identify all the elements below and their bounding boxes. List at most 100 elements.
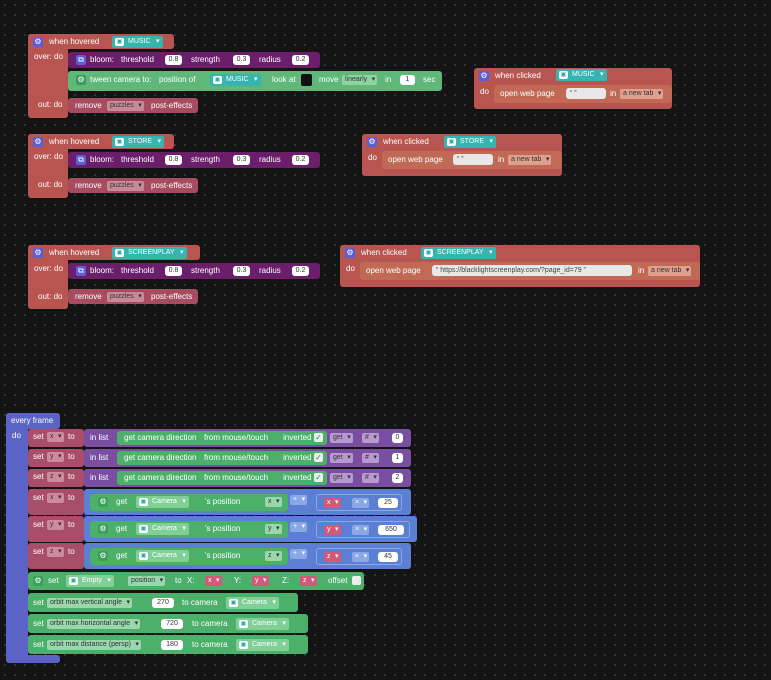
orbit-value-input[interactable]: 720	[161, 619, 183, 629]
strength-input[interactable]: 0.3	[233, 266, 250, 276]
operator-dropdown[interactable]: +	[290, 495, 308, 505]
gear-icon[interactable]: ⚙	[33, 137, 43, 147]
radius-input[interactable]: 0.2	[292, 155, 309, 165]
var-dropdown[interactable]: y	[47, 452, 64, 462]
radius-input[interactable]: 0.2	[292, 55, 309, 65]
axis-dropdown[interactable]: y	[265, 524, 282, 534]
multiply-operator[interactable]: ×	[352, 552, 370, 562]
bloom-block[interactable]	[68, 263, 320, 279]
target-dropdown[interactable]: a new tab	[648, 266, 692, 276]
every-frame-block[interactable]	[6, 413, 28, 663]
offset-checkbox[interactable]	[352, 576, 361, 585]
radius-input[interactable]: 0.2	[292, 266, 309, 276]
object-dropdown[interactable]: ▣MUSIC	[556, 69, 607, 81]
move-mode-dropdown[interactable]: linearly	[342, 75, 378, 85]
gear-icon[interactable]: ⚙	[345, 248, 355, 258]
factor-input[interactable]: 25	[378, 498, 398, 508]
operator-dropdown[interactable]: +	[290, 522, 308, 532]
get-cam-dir-label: get camera direction	[124, 473, 197, 482]
inverted-label: inverted	[283, 433, 312, 442]
var-dropdown[interactable]: z	[324, 552, 341, 562]
threshold-input[interactable]: 0.8	[165, 266, 182, 276]
inverted-checkbox[interactable]: ✓	[314, 453, 323, 462]
url-input[interactable]: “ ”	[453, 154, 493, 165]
camera-dropdown[interactable]: ▣Camera	[136, 550, 189, 562]
bloom-block[interactable]	[68, 152, 320, 168]
var-dropdown[interactable]: x	[324, 498, 341, 508]
time-input[interactable]: 1	[400, 75, 415, 85]
strength-input[interactable]: 0.3	[233, 55, 250, 65]
orbit-value-input[interactable]: 270	[152, 598, 174, 608]
url-input[interactable]: “ ”	[566, 88, 606, 99]
var-dropdown[interactable]: y	[324, 525, 341, 535]
tween-object-dropdown[interactable]: ▣MUSIC	[210, 74, 261, 86]
axis-dropdown[interactable]: z	[265, 551, 282, 561]
bloom-block[interactable]	[68, 52, 320, 68]
index-input[interactable]: 1	[392, 453, 403, 463]
axis-dropdown[interactable]: x	[265, 497, 282, 507]
gear-icon[interactable]: ⚙	[367, 137, 377, 147]
remove-dropdown[interactable]: puzzles	[107, 101, 144, 111]
x-var[interactable]: x	[205, 576, 222, 586]
factor-input[interactable]: 45	[378, 552, 398, 562]
index-input[interactable]: 2	[392, 473, 403, 483]
index-mode-dropdown[interactable]: #	[362, 453, 379, 463]
get-dropdown[interactable]: get	[330, 433, 353, 443]
camera-dropdown[interactable]: ▣Camera	[136, 523, 189, 535]
camera-direction-block[interactable]	[117, 451, 327, 465]
inverted-checkbox[interactable]: ✓	[314, 433, 323, 442]
multiply-operator[interactable]: ×	[352, 498, 370, 508]
strength-input[interactable]: 0.3	[233, 155, 250, 165]
url-input[interactable]: “ https://blacklightscreenplay.com/?page…	[432, 265, 632, 276]
orbit-property-dropdown[interactable]: orbit max distance (persp)	[47, 640, 141, 650]
camera-direction-block[interactable]	[117, 471, 327, 485]
object-dropdown[interactable]: ▣STORE	[112, 136, 164, 148]
camera-dropdown[interactable]: ▣Camera	[226, 597, 279, 609]
operator-dropdown[interactable]: +	[290, 549, 308, 559]
remove-dropdown[interactable]: puzzles	[107, 292, 144, 302]
gear-icon[interactable]: ⚙	[33, 248, 43, 258]
inverted-checkbox[interactable]: ✓	[314, 473, 323, 482]
object-dropdown[interactable]: ▣Empty	[66, 575, 114, 587]
property-dropdown[interactable]: position	[128, 576, 166, 586]
gear-icon[interactable]: ⚙	[98, 524, 108, 534]
camera-dropdown[interactable]: ▣Camera	[236, 618, 289, 630]
gear-icon[interactable]: ⚙	[479, 71, 489, 81]
factor-input[interactable]: 650	[378, 525, 404, 535]
index-input[interactable]: 0	[392, 433, 403, 443]
orbit-property-dropdown[interactable]: orbit max horizontal angle	[47, 619, 141, 629]
index-mode-dropdown[interactable]: #	[362, 433, 379, 443]
camera-dropdown[interactable]: ▣Camera	[136, 496, 189, 508]
multiply-operator[interactable]: ×	[352, 525, 370, 535]
var-dropdown[interactable]: x	[47, 432, 64, 442]
var-dropdown[interactable]: z	[47, 547, 64, 557]
y-var[interactable]: y	[252, 576, 269, 586]
gear-icon[interactable]: ⚙	[98, 497, 108, 507]
var-dropdown[interactable]: y	[47, 520, 64, 530]
object-dropdown[interactable]: ▣SCREENPLAY	[112, 247, 187, 259]
gear-icon[interactable]: ⚙	[76, 75, 86, 85]
object-dropdown[interactable]: ▣MUSIC	[112, 36, 163, 48]
target-dropdown[interactable]: a new tab	[620, 89, 664, 99]
threshold-input[interactable]: 0.8	[165, 155, 182, 165]
var-dropdown[interactable]: z	[47, 472, 64, 482]
camera-direction-block[interactable]	[117, 431, 327, 445]
object-dropdown[interactable]: ▣STORE	[444, 136, 496, 148]
index-mode-dropdown[interactable]: #	[362, 473, 379, 483]
var-dropdown[interactable]: x	[47, 493, 64, 503]
get-dropdown[interactable]: get	[330, 453, 353, 463]
get-dropdown[interactable]: get	[330, 473, 353, 483]
z-var[interactable]: z	[300, 576, 317, 586]
orbit-value-input[interactable]: 180	[161, 640, 183, 650]
target-dropdown[interactable]: a new tab	[508, 155, 552, 165]
gear-icon[interactable]: ⚙	[33, 576, 43, 586]
orbit-property-dropdown[interactable]: orbit max vertical angle	[47, 598, 132, 608]
camera-dropdown[interactable]: ▣Camera	[236, 639, 289, 651]
remove-dropdown[interactable]: puzzles	[107, 181, 144, 191]
object-dropdown[interactable]: ▣SCREENPLAY	[421, 247, 496, 259]
gear-icon[interactable]: ⚙	[98, 551, 108, 561]
strength-label: strength	[191, 55, 220, 64]
gear-icon[interactable]: ⚙	[33, 37, 43, 47]
empty-slot[interactable]	[301, 74, 312, 86]
threshold-input[interactable]: 0.8	[165, 55, 182, 65]
